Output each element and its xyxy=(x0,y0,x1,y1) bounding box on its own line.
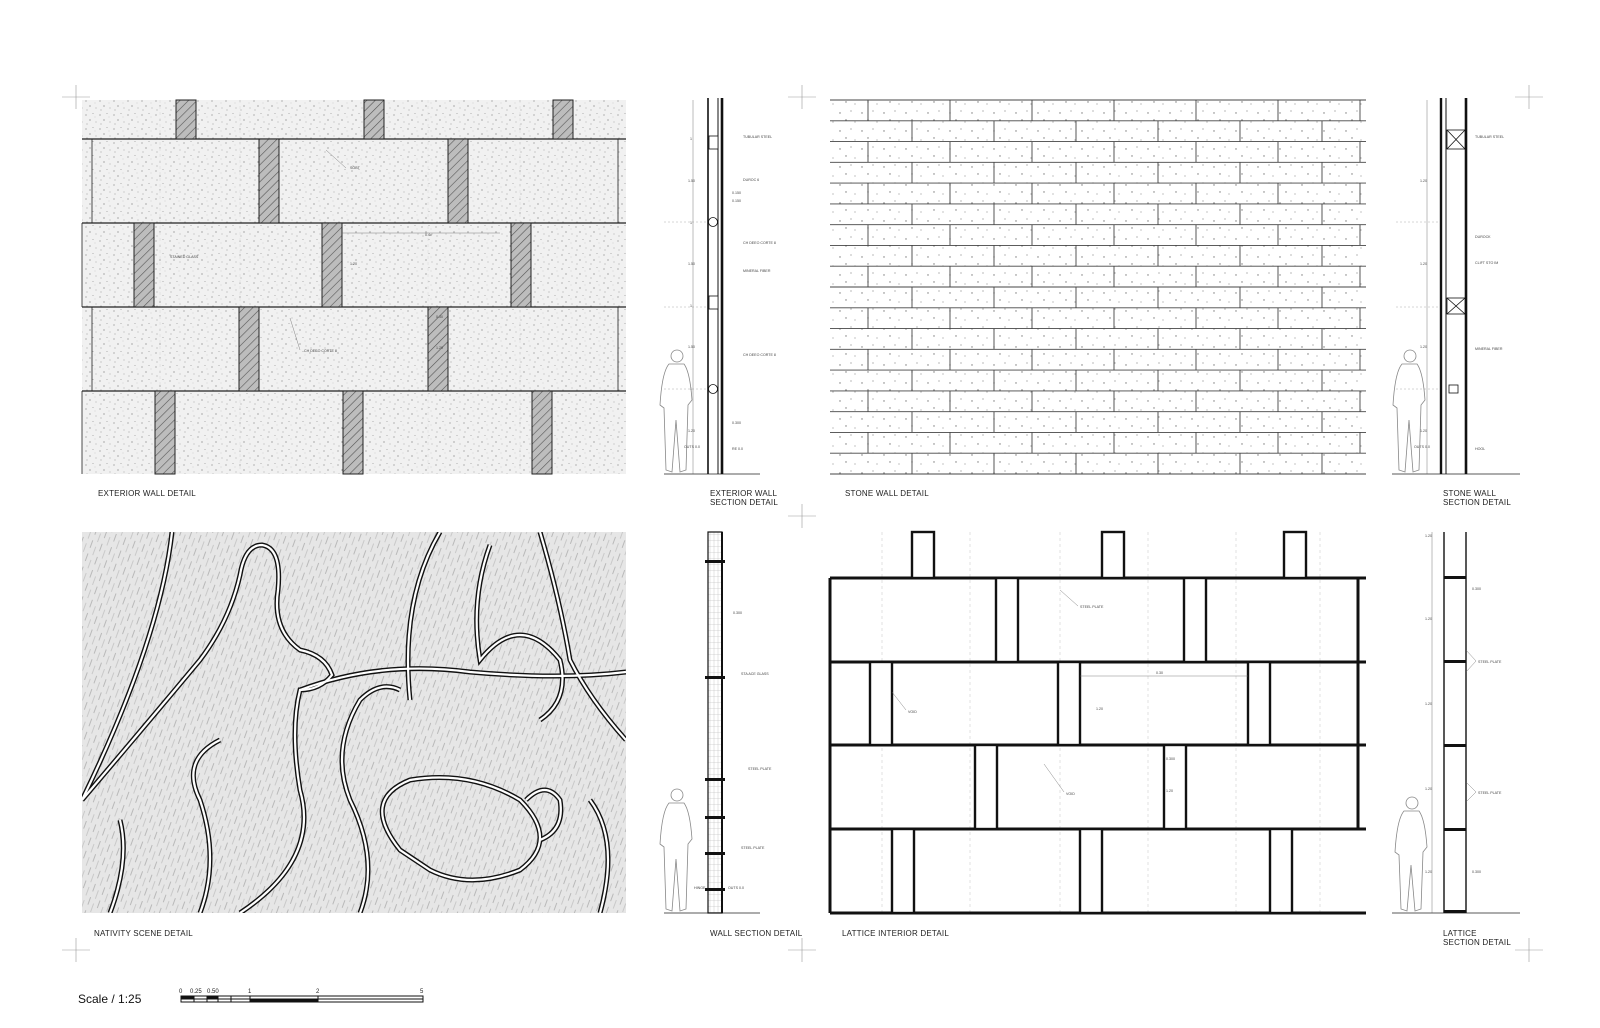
stone-sec-title-2: SECTION DETAIL xyxy=(1443,498,1511,507)
scale-tick-2: 0.50 xyxy=(207,989,219,995)
scale-tick-1: 0.25 xyxy=(190,989,202,995)
wall-sec-note-2: STEEL PLATE xyxy=(748,767,772,771)
lattice-note-6: 0.300 xyxy=(1166,757,1175,761)
wall-sec-note-5: OUTS 0.0 xyxy=(728,886,744,890)
lattice-note-5: 1.20 xyxy=(1096,707,1103,711)
ext-sec-dim-4: 1.50 xyxy=(688,262,695,266)
ext-sec-note-5: CH DEEO CORTE 8 xyxy=(743,353,776,357)
stone-sec-note-3: CLIFT STO IM xyxy=(1475,261,1498,265)
wall-section: 0.300 STA ACE GLASS STEEL PLATE STEEL PL… xyxy=(659,531,803,938)
scale-title: Scale / 1:25 xyxy=(78,992,142,1006)
stone-wall-elevation: STONE WALL DETAIL xyxy=(830,99,1366,498)
ext-sec-dim-10: 0.150 xyxy=(732,199,741,203)
scale-tick-4: 2 xyxy=(316,989,320,995)
exterior-note-7: 1.20 xyxy=(436,346,443,350)
lat-sec-dim-2: 0.300 xyxy=(1472,587,1481,591)
stone-sec-dim-3: 1.20 xyxy=(1420,345,1427,349)
scale-tick-0: 0 xyxy=(179,989,183,995)
lat-sec-note-2: STEEL PLATE xyxy=(1478,791,1502,795)
exterior-note-5: 0.30 xyxy=(436,315,443,319)
stone-sec-dim-2: 1.20 xyxy=(1420,262,1427,266)
ext-sec-dim-11: 0.300 xyxy=(732,421,741,425)
ext-sec-note-3: CH DEEO CORTE 8 xyxy=(743,241,776,245)
lat-sec-note-1: STEEL PLATE xyxy=(1478,660,1502,664)
stone-sec-dim-1: 1.20 xyxy=(1420,179,1427,183)
human-figure xyxy=(1394,796,1428,912)
wall-sec-note-3: STEEL PLATE xyxy=(741,846,765,850)
wall-sec-title: WALL SECTION DETAIL xyxy=(710,929,803,938)
ext-sec-dim-3: 1 xyxy=(690,221,692,225)
stone-sec-note-5: HOOL xyxy=(1475,447,1485,451)
lat-sec-dim-3: 1.20 xyxy=(1425,617,1432,621)
ext-sec-dim-2: 1.50 xyxy=(688,179,695,183)
exterior-note-1: SOBT xyxy=(350,166,361,170)
ext-sec-note-4: MINERAL FIBER xyxy=(743,269,771,273)
wall-sec-note-4: HINGE xyxy=(694,886,706,890)
exterior-note-3: 0.4c xyxy=(425,233,432,237)
exterior-wall-section: 1 1.50 1 1.50 1 1.50 1 1.20 0.150 0.150 … xyxy=(659,98,778,507)
stone-wall-section: 1.20 1.20 1.20 1.20 OUTS 0.0 TUBULAR STE… xyxy=(1392,98,1520,507)
ext-sec-dim-13: OUTS 0.0 xyxy=(684,445,700,449)
lattice-note-2: VOID xyxy=(908,710,917,714)
exterior-title: EXTERIOR WALL DETAIL xyxy=(98,489,196,498)
registration-marks xyxy=(62,85,1543,962)
ext-sec-title-2: SECTION DETAIL xyxy=(710,498,778,507)
stone-sec-title-1: STONE WALL xyxy=(1443,489,1496,498)
lattice-note-3: VOID xyxy=(1066,792,1075,796)
ext-sec-dim-9: 0.150 xyxy=(732,191,741,195)
exterior-note-2: STAINED GLASS xyxy=(170,255,199,259)
ext-sec-dim-12: RE 0.0 xyxy=(732,447,743,451)
exterior-note-6: CH DEEO CORTE 8 xyxy=(304,349,337,353)
lattice-note-4: 0.30 xyxy=(1156,671,1163,675)
ext-sec-dim-8: 1.20 xyxy=(688,429,695,433)
nativity-title: NATIVITY SCENE DETAIL xyxy=(94,929,193,938)
ext-sec-dim-5: 1 xyxy=(690,304,692,308)
lattice-section: 1.20 0.300 1.20 1.20 1.20 1.20 0.300 STE… xyxy=(1392,532,1520,947)
stone-sec-note-4: MINERAL FIBER xyxy=(1475,347,1503,351)
lattice-note-1: STEEL PLATE xyxy=(1080,605,1104,609)
lat-sec-title-2: SECTION DETAIL xyxy=(1443,938,1511,947)
scale-tick-3: 1 xyxy=(248,989,252,995)
ext-sec-dim-1: 1 xyxy=(690,137,692,141)
lat-sec-dim-1: 1.20 xyxy=(1425,534,1432,538)
scale-bar: Scale / 1:25 0 0.25 0.50 1 2 5 xyxy=(78,989,424,1006)
scale-tick-5: 5 xyxy=(420,989,424,995)
exterior-wall-elevation: SOBT STAINED GLASS 0.4c 1.20 0.30 CH DEE… xyxy=(81,99,626,498)
lat-sec-dim-4: 1.20 xyxy=(1425,702,1432,706)
stone-sec-note-1: TUBULAR STEEL xyxy=(1475,135,1504,139)
stone-sec-dim-5: OUTS 0.0 xyxy=(1414,445,1430,449)
stone-title: STONE WALL DETAIL xyxy=(845,489,929,498)
lattice-interior-elevation: STEEL PLATE VOID VOID 0.30 1.20 0.300 1.… xyxy=(828,530,1366,938)
ext-sec-note-1: TUBULAR STEEL xyxy=(743,135,772,139)
lat-sec-title-1: LATTICE xyxy=(1443,929,1477,938)
wall-sec-note-1: STA ACE GLASS xyxy=(741,672,769,676)
human-figure xyxy=(1392,349,1426,473)
human-figure xyxy=(659,788,693,912)
wall-sec-dim-1: 0.300 xyxy=(733,611,742,615)
lattice-note-7: 1.20 xyxy=(1166,789,1173,793)
ext-sec-dim-6: 1.50 xyxy=(688,345,695,349)
nativity-scene-elevation: NATIVITY SCENE DETAIL xyxy=(82,532,626,938)
exterior-note-4: 1.20 xyxy=(350,262,357,266)
lat-sec-dim-7: 0.300 xyxy=(1472,870,1481,874)
lat-sec-dim-5: 1.20 xyxy=(1425,787,1432,791)
stone-sec-dim-4: 1.20 xyxy=(1420,429,1427,433)
stone-sec-note-2: DUROCK xyxy=(1475,235,1491,239)
ext-sec-note-2: DUROC 6 xyxy=(743,178,759,182)
lattice-title: LATTICE INTERIOR DETAIL xyxy=(842,929,949,938)
human-figure xyxy=(659,349,693,473)
ext-sec-title-1: EXTERIOR WALL xyxy=(710,489,778,498)
lat-sec-dim-6: 1.20 xyxy=(1425,870,1432,874)
